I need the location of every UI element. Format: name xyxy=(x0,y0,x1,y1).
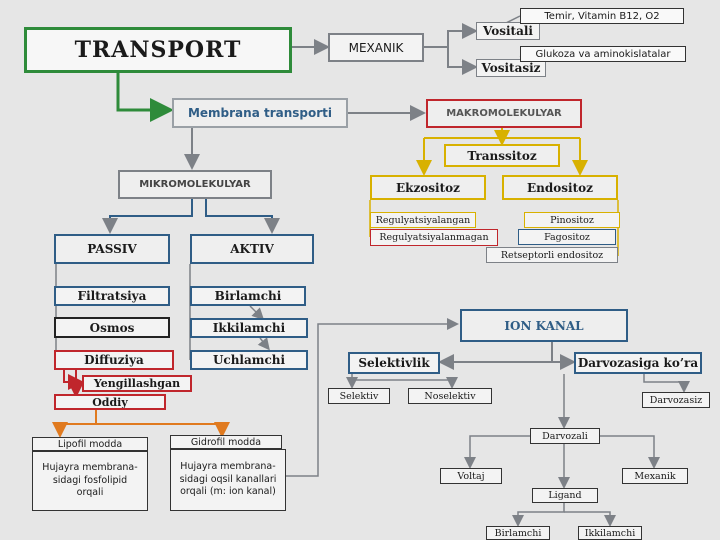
line-gidrofil-ionkanal xyxy=(286,318,459,477)
node-lipofil-description: Hujayra membrana-sidagi fosfolipid orqal… xyxy=(32,451,148,511)
node-gidrofil-description: Hujayra membrana-sidagi oqsil kanallari … xyxy=(170,449,286,511)
node-noselektiv: Noselektiv xyxy=(408,388,492,404)
node-transport: TRANSPORT xyxy=(24,27,292,73)
arrow-darvozali-mexanik xyxy=(600,435,660,469)
arrow-ionkanal-selektivlik xyxy=(438,342,553,370)
node-makromolekulyar: MAKROMOLEKULYAR xyxy=(426,99,582,128)
arrow-mexanik-vositali xyxy=(424,23,478,48)
arrow-ligand-ikkilamchi xyxy=(564,511,616,527)
node-darvozasiz: Darvozasiz xyxy=(642,392,710,408)
arrow-mexanik-vositasiz xyxy=(447,47,478,75)
arrow-ikkilamchi-uchlamchi xyxy=(257,337,270,351)
node-ligand-ikkilamchi: Ikkilamchi xyxy=(578,526,642,540)
arrow-ligand-birlamchi xyxy=(512,502,565,527)
arrow-birlamchi-ikkilamchi xyxy=(249,305,265,321)
node-glukoza: Glukoza va aminokislatalar xyxy=(520,46,686,62)
node-mexanik: MEXANIK xyxy=(328,33,424,62)
node-ion-kanal: ION KANAL xyxy=(460,309,628,342)
node-membrana-transporti: Membrana transporti xyxy=(172,98,348,128)
node-uchlamchi: Uchlamchi xyxy=(190,350,308,370)
node-fagositoz: Fagositoz xyxy=(518,229,616,245)
node-voltaj: Voltaj xyxy=(440,468,502,484)
node-ligand: Ligand xyxy=(532,488,598,503)
node-retseptorli-endositoz: Retseptorli endositoz xyxy=(486,247,618,263)
node-aktiv: AKTIV xyxy=(190,234,314,264)
node-pinositoz: Pinositoz xyxy=(524,212,620,228)
node-yengillashgan: Yengillashgan xyxy=(82,375,192,392)
node-darvozasiga-kora: Darvozasiga ko’ra xyxy=(574,352,702,374)
node-selektiv: Selektiv xyxy=(328,388,390,404)
node-ion-mexanik: Mexanik xyxy=(622,468,688,484)
arrow-selektivlik-noselektiv xyxy=(352,377,458,389)
node-selektivlik: Selektivlik xyxy=(348,352,440,374)
node-passiv: PASSIV xyxy=(54,234,170,264)
arrow-mikro-passiv xyxy=(102,199,193,234)
node-ligand-birlamchi: Birlamchi xyxy=(486,526,550,540)
node-transsitoz: Transsitoz xyxy=(444,144,560,167)
arrow-darvozali-voltaj xyxy=(464,435,530,469)
node-gidrofil-modda: Gidrofil modda xyxy=(170,435,282,449)
arrow-oddiy-lipofil xyxy=(52,410,97,438)
node-vositasiz: Vositasiz xyxy=(476,59,546,77)
node-diffuziya: Diffuziya xyxy=(54,350,174,370)
node-endositoz: Endositoz xyxy=(502,175,618,200)
arrow-diffuziya-yengillashgan xyxy=(63,368,84,390)
node-regulyatsiyalangan: Regulyatsiyalangan xyxy=(370,212,476,228)
node-temir-vitamin: Temir, Vitamin B12, O2 xyxy=(520,8,684,24)
arrow-darvozasiga-darvozasiz xyxy=(643,374,690,393)
node-vositali: Vositali xyxy=(476,22,540,40)
node-filtratsiya: Filtratsiya xyxy=(54,286,170,306)
arrow-mikro-aktiv xyxy=(205,199,280,234)
node-regulyatsiyalanmagan: Regulyatsiyalanmagan xyxy=(370,229,498,246)
node-oddiy: Oddiy xyxy=(54,394,166,410)
node-darvozali: Darvozali xyxy=(530,428,600,444)
arrow-oddiy-gidrofil xyxy=(96,422,230,438)
node-osmos: Osmos xyxy=(54,317,170,338)
node-lipofil-modda: Lipofil modda xyxy=(32,437,148,451)
node-ikkilamchi: Ikkilamchi xyxy=(190,318,308,338)
node-birlamchi: Birlamchi xyxy=(190,286,306,306)
node-mikromolekulyar: MIKROMOLEKULYAR xyxy=(118,170,272,199)
arrow-transport-membrana xyxy=(116,72,174,122)
node-ekzositoz: Ekzositoz xyxy=(370,175,486,200)
